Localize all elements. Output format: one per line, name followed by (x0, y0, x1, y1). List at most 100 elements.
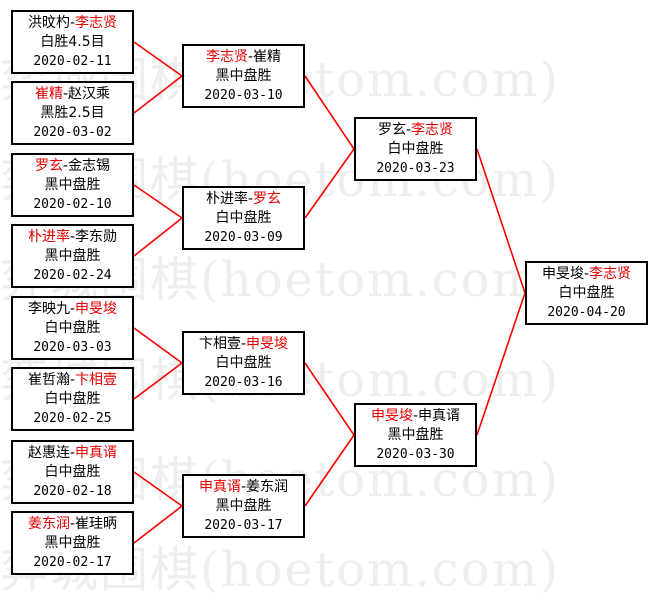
separator: - (240, 478, 247, 495)
player-white: 李志贤 (75, 14, 118, 31)
result-label: 白中盘胜 (215, 209, 272, 226)
separator: - (247, 48, 254, 65)
connector-line (304, 75, 355, 150)
match-date: 2020-02-18 (33, 483, 112, 499)
players-row: 卞相壹-申旻埈 (184, 335, 303, 354)
match-date: 2020-03-17 (204, 517, 283, 533)
player-black: 申旻埈 (541, 265, 584, 282)
player-white: 李志贤 (589, 265, 632, 282)
connector-line (133, 41, 183, 77)
result-label: 白胜4.5目 (40, 33, 105, 50)
round-2-match-2: 朴进率-罗玄白中盘胜 2020-03-09 (182, 186, 305, 250)
player-white: 申真谞 (418, 407, 461, 424)
match-date: 2020-03-03 (33, 339, 112, 355)
connector-line (476, 292, 526, 436)
separator: - (583, 265, 590, 282)
result-label: 黑中盘胜 (44, 176, 101, 193)
connector-line (304, 434, 355, 507)
connector-line (304, 148, 355, 219)
player-white: 申旻埈 (75, 300, 118, 317)
players-row: 申真谞-姜东润 (184, 478, 303, 497)
result-label: 黑中盘胜 (44, 534, 101, 551)
player-white: 崔珪昞 (75, 515, 118, 532)
separator: - (69, 228, 76, 245)
separator: - (69, 371, 76, 388)
player-white: 李东勋 (75, 228, 118, 245)
match-date: 2020-02-10 (33, 196, 112, 212)
players-row: 洪旼杓-李志贤 (13, 14, 132, 33)
player-black: 李映九 (27, 300, 70, 317)
match-date: 2020-03-09 (204, 229, 283, 245)
player-white: 崔精 (253, 48, 282, 65)
player-black: 朴进率 (205, 190, 248, 207)
separator: - (69, 300, 76, 317)
result-label: 白中盘胜 (44, 463, 101, 480)
connector-line (133, 75, 183, 114)
match-date: 2020-02-25 (33, 410, 112, 426)
player-black: 罗玄 (377, 121, 406, 138)
players-row: 罗玄-李志贤 (356, 121, 475, 140)
result-label: 黑中盘胜 (44, 247, 101, 264)
players-row: 申旻埈-申真谞 (356, 407, 475, 426)
connector-line (476, 148, 526, 294)
result-label: 黑胜2.5目 (40, 104, 105, 121)
separator: - (412, 407, 419, 424)
connector-line (133, 327, 183, 364)
player-black: 赵惠连 (27, 444, 70, 461)
player-white: 申真谞 (75, 444, 118, 461)
separator: - (405, 121, 412, 138)
player-white: 李志贤 (411, 121, 454, 138)
connector-line (133, 505, 183, 544)
players-row: 李映九-申旻埈 (13, 300, 132, 319)
result-label: 白中盘胜 (387, 140, 444, 157)
player-white: 姜东润 (246, 478, 289, 495)
match-date: 2020-02-17 (33, 554, 112, 570)
players-row: 姜东润-崔珪昞 (13, 515, 132, 534)
connector-line (133, 184, 183, 219)
players-row: 朴进率-李东勋 (13, 228, 132, 247)
player-white: 赵汉乘 (68, 85, 111, 102)
round-1-match-8: 姜东润-崔珪昞黑中盘胜 2020-02-17 (11, 511, 134, 575)
separator: - (240, 335, 247, 352)
result-label: 白中盘胜 (44, 319, 101, 336)
player-black: 崔哲瀚 (27, 371, 70, 388)
connector-line (133, 471, 183, 507)
connector-line (133, 217, 183, 257)
result-label: 白中盘胜 (215, 354, 272, 371)
separator: - (69, 444, 76, 461)
round-1-match-6: 崔哲瀚-卞相壹白中盘胜 2020-02-25 (11, 367, 134, 431)
player-white: 金志锡 (68, 157, 111, 174)
match-date: 2020-03-23 (376, 160, 455, 176)
match-date: 2020-03-02 (33, 124, 112, 140)
connector-line (133, 362, 183, 400)
players-row: 朴进率-罗玄 (184, 190, 303, 209)
round-1-match-1: 洪旼杓-李志贤白胜4.5目 2020-02-11 (11, 10, 134, 74)
match-date: 2020-03-10 (204, 87, 283, 103)
connector-line (304, 362, 355, 436)
match-date: 2020-02-24 (33, 267, 112, 283)
player-black: 卞相壹 (198, 335, 241, 352)
players-row: 赵惠连-申真谞 (13, 444, 132, 463)
players-row: 崔精-赵汉乘 (13, 85, 132, 104)
player-black: 朴进率 (27, 228, 70, 245)
player-black: 洪旼杓 (27, 14, 70, 31)
player-white: 卞相壹 (75, 371, 118, 388)
round-1-match-2: 崔精-赵汉乘黑胜2.5目 2020-03-02 (11, 81, 134, 145)
separator: - (62, 157, 69, 174)
result-label: 白中盘胜 (44, 390, 101, 407)
players-row: 申旻埈-李志贤 (527, 265, 646, 284)
player-black: 李志贤 (205, 48, 248, 65)
match-date: 2020-02-11 (33, 53, 112, 69)
match-date: 2020-03-30 (376, 446, 455, 462)
player-black: 申旻埈 (370, 407, 413, 424)
